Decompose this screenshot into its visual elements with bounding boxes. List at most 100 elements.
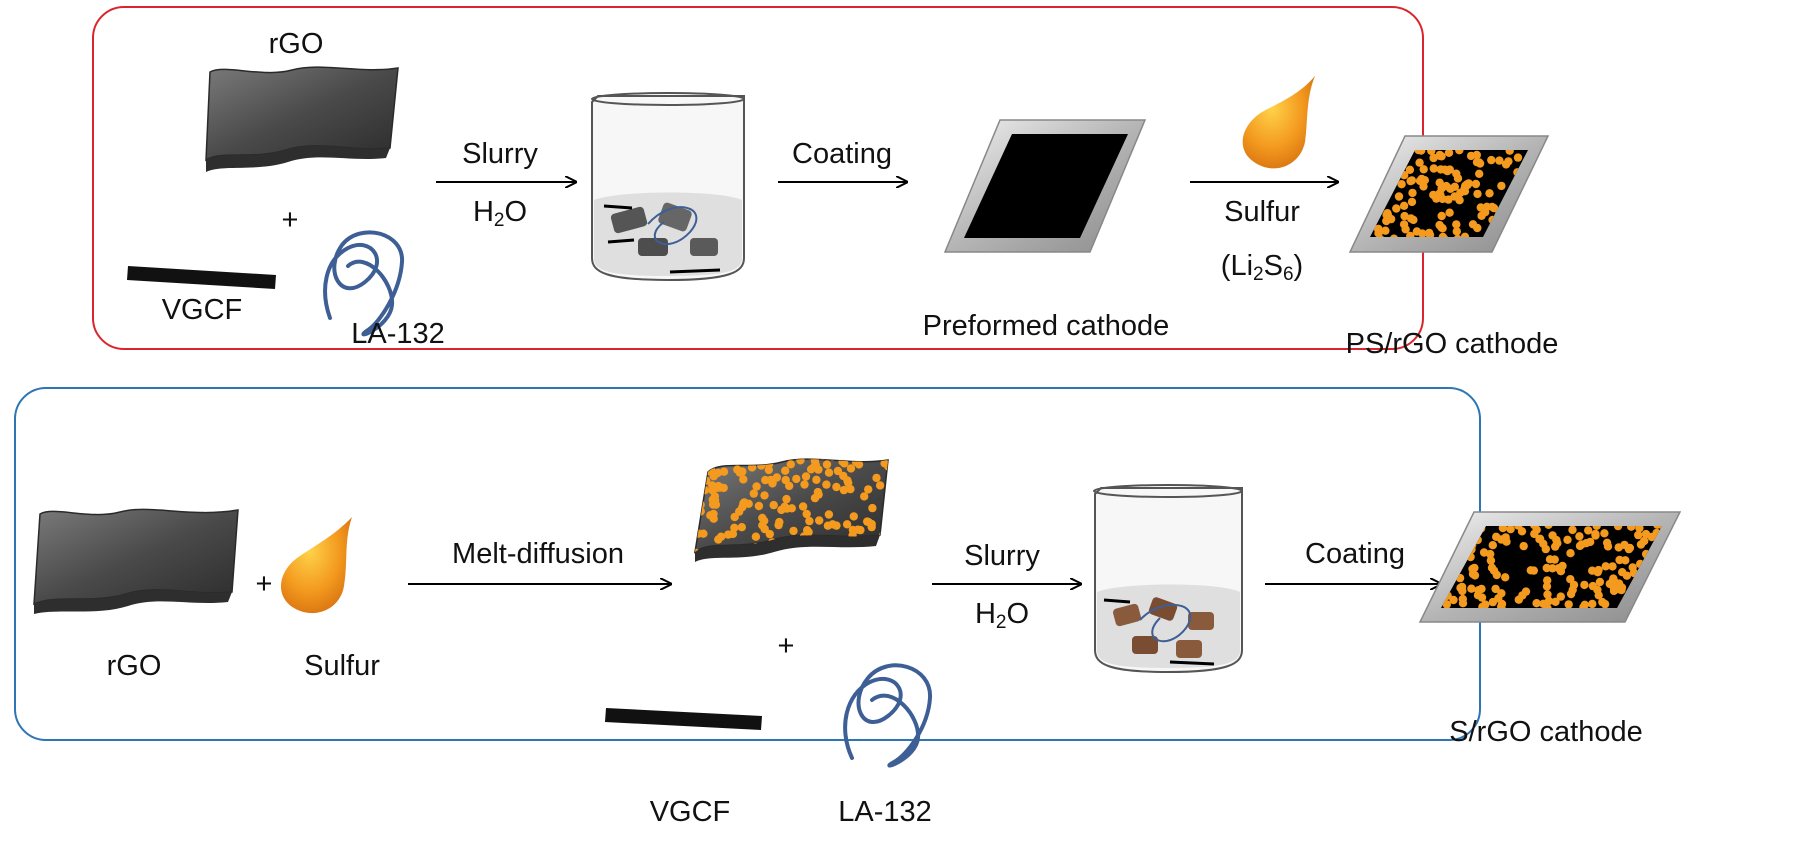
sulfur-particle [1518,591,1527,600]
sulfur-particle [878,538,887,547]
sulfur-particle [1371,176,1381,185]
sulfur-particle [1602,538,1612,547]
sulfur-particle [780,459,789,460]
sulfur-particle [1524,199,1528,209]
sulfur-particle [708,500,718,509]
sulfur-particle [1506,232,1516,237]
sulfur-particle [695,459,702,462]
sulfur-particle [1530,526,1539,530]
sulfur-particle [1608,576,1618,586]
sulfur-particle [1513,153,1523,162]
sulfur-particle [1548,564,1557,573]
top-li2s6-label: (Li2S6) [1220,250,1304,285]
sulfur-particle [853,525,863,534]
sulfur-particle [1375,163,1384,172]
bottom-sulfur-label: Sulfur [304,650,380,682]
sulfur-particle [1415,158,1424,167]
sulfur-particle [1407,197,1417,207]
sulfur-particle [1487,155,1496,165]
sulfur-particle [1482,202,1492,211]
sulfur-particle [1437,223,1446,232]
sulfur-particle [1370,158,1374,167]
sulfur-particle [1568,526,1577,535]
top-water-label: H2O [472,196,528,231]
sulfur-particle [1405,165,1415,174]
rgo-sheet-icon-bottom [33,508,239,614]
sulfur-particle [818,459,827,460]
top-coating-label: Coating [792,138,892,170]
sulfur-particle [1545,555,1555,564]
sulfur-particle [851,459,861,467]
sulfur-particle [815,516,824,525]
sulfur-particle [1425,228,1434,237]
bottom-water-label: H2O [974,598,1030,633]
sulfur-particle [1455,150,1464,155]
sulfur-particle [695,475,702,484]
sulfur-particle [1608,562,1617,571]
preformed-cathode-label: Preformed cathode [922,310,1170,342]
sulfur-particle [1551,542,1560,551]
sulfur-particle [1625,543,1635,553]
sulfur-particle [1544,596,1554,606]
sulfur-particle [1584,526,1593,535]
bottom-slurry-label: Slurry [964,540,1040,572]
sulfur-particle [806,459,815,460]
sulfur-particle [695,495,700,505]
sulfur-particle [1485,189,1494,198]
sulfur-particle [880,459,888,468]
bottom-plus-sign-2: + [777,630,795,662]
sulfur-particle [875,481,885,490]
sulfur-particle [733,465,742,474]
sulfur-particle [1575,532,1584,541]
sulfur-particle [805,516,814,526]
sulfur-particle [1580,600,1590,608]
sulfur-particle [801,472,811,481]
sulfur-particle [1554,564,1563,573]
sulfur-particle [1568,585,1577,595]
sulfur-particle [1646,585,1655,594]
sulfur-particle [761,475,770,485]
sulfur-particle [876,459,885,460]
sulfur-particle [1532,599,1541,608]
top-rgo-label: rGO [268,28,324,60]
sulfur-particle [1551,597,1560,606]
sulfur-particle [1375,158,1384,168]
sulfur-particle [881,549,888,552]
top-slurry-label: Slurry [462,138,538,170]
sulfur-particle [742,459,751,465]
sulfur-particle [1582,539,1591,548]
bottom-coating-label: Coating [1305,538,1405,570]
sulfur-particle [765,529,774,539]
bottom-rgo-label: rGO [106,650,162,682]
sulfur-particle [1460,187,1470,196]
sulfur-particle [1406,214,1416,223]
sulfur-particle [1370,177,1379,187]
sulfur-particle [1486,556,1496,565]
sulfur-particle [1656,559,1662,568]
sulfur-particle [1580,580,1589,590]
sulfur-particle [1374,150,1384,159]
sulfur-particle [798,502,808,511]
top-binder-label: LA-132 [351,318,445,350]
sulfur-particle [821,459,830,460]
binder-squiggle-icon [323,230,405,337]
sulfur-particle [1458,599,1468,608]
sulfur-particle [846,464,856,473]
sulfur-particle [1407,176,1417,185]
sulfur-particle [1498,526,1508,533]
sulfur-particle [1479,548,1489,557]
sulfur-particle [844,478,853,488]
sulfur-particle [1593,585,1602,594]
sulfur-particle [1518,223,1527,232]
sulfur-particle [1613,526,1623,531]
sulfur-particle [1548,531,1557,540]
sulfur-particle [1456,583,1465,593]
sulfur-particle [1441,549,1449,558]
sulfur-particle [1505,150,1514,155]
sulfur-particle [1383,209,1392,218]
sulfur-particle [1634,530,1643,540]
sulfur-particle [1591,529,1600,539]
sulfur-particle [695,499,700,508]
sulfur-particle [752,482,761,491]
sulfur-particle [716,459,726,461]
